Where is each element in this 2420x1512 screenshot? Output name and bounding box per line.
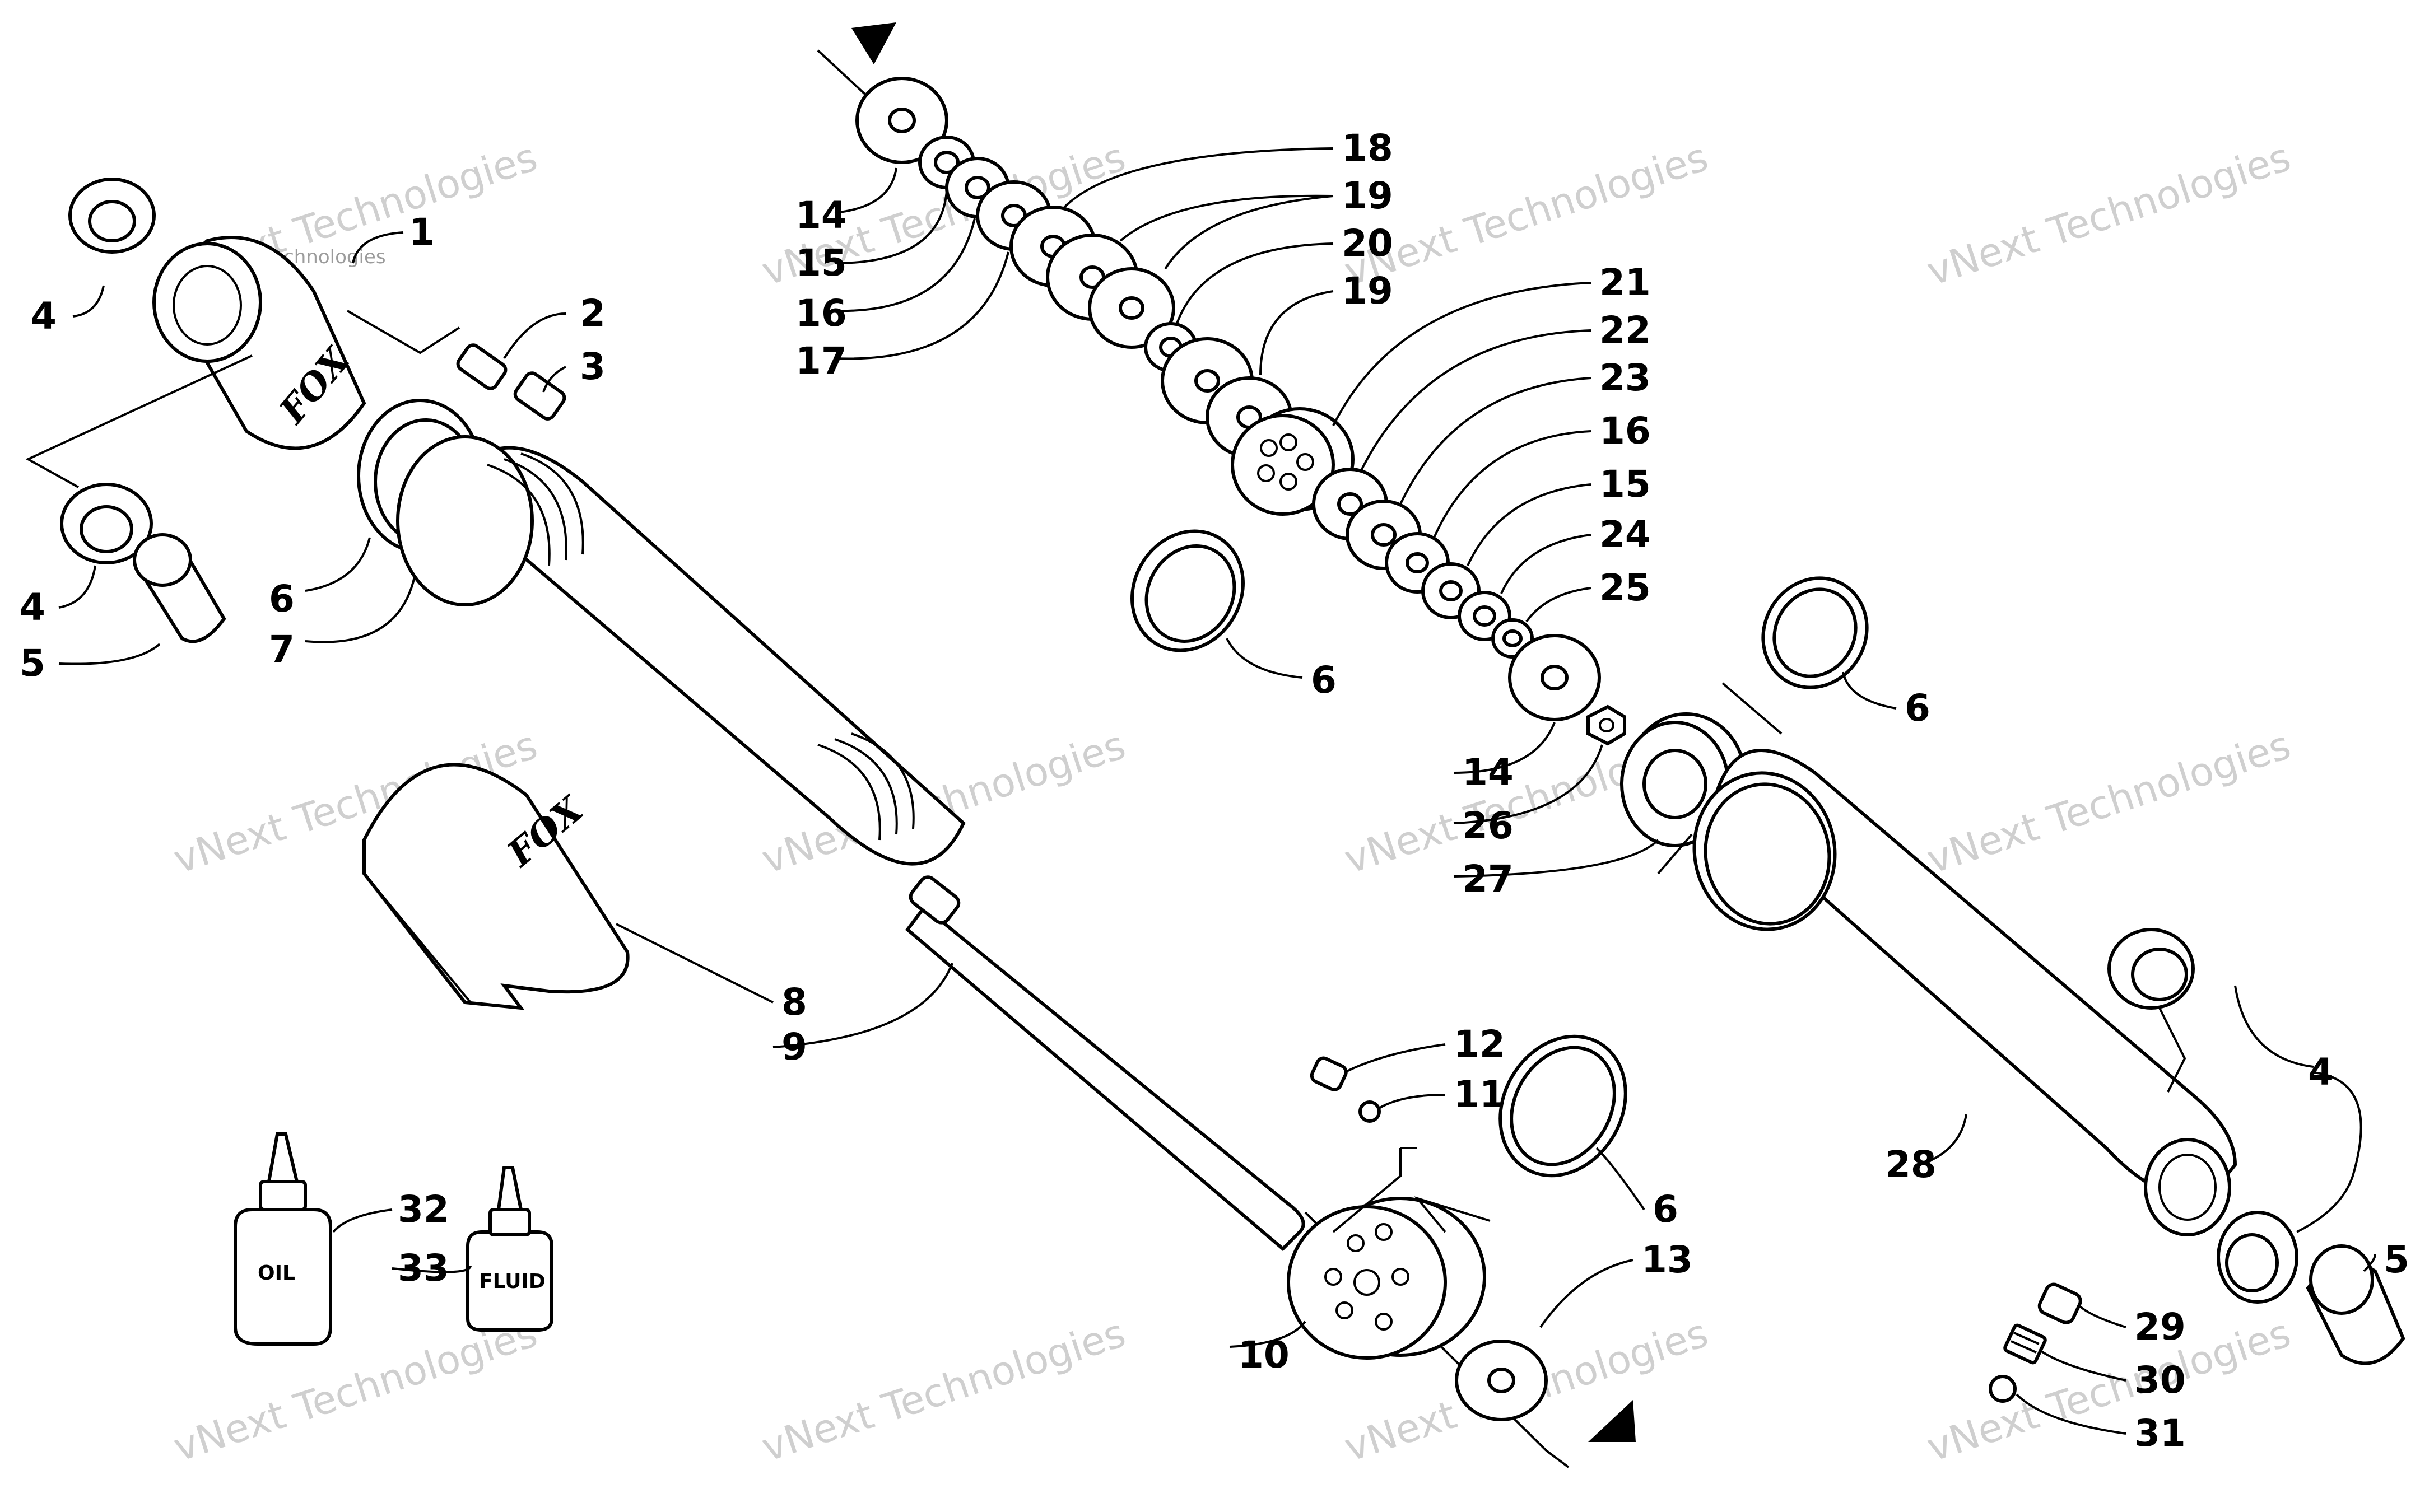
- washer-part-14-top: [855, 77, 948, 164]
- fluid-bottle-part-33: FLUID: [466, 1166, 553, 1332]
- callout-number: 17: [795, 339, 847, 382]
- callout-number: 23: [1599, 356, 1651, 399]
- shaft-part-9: [905, 875, 1305, 1252]
- watermark-big: vNext Technologies: [168, 1310, 543, 1471]
- callout-number: 6: [1905, 687, 1930, 730]
- ball-part-31: [1989, 1375, 2017, 1403]
- watermark-big: vNext Technologies: [1921, 1310, 2296, 1471]
- callout-number: 14: [795, 194, 847, 237]
- ball-part-11: [1358, 1100, 1381, 1123]
- callout-number: 13: [1641, 1238, 1693, 1281]
- watermark-big: vNext Technologies: [1921, 134, 2296, 295]
- direction-arrow-bottom: [1588, 1400, 1636, 1442]
- callout-number: 26: [1462, 804, 1514, 847]
- eyelet-cap-part-1: FOX: [152, 236, 366, 450]
- small-cap-part-12: [1310, 1056, 1348, 1091]
- callout-number: 11: [1454, 1073, 1505, 1116]
- callout-number: 7: [269, 628, 295, 671]
- fluid-label: FLUID: [479, 1270, 546, 1293]
- bushing-part-4-right-bottom: [2217, 1211, 2298, 1304]
- callout-number: 6: [269, 577, 295, 620]
- callout-number: 31: [2134, 1412, 2186, 1455]
- callout-number: 19: [1342, 174, 1393, 217]
- callout-number: 22: [1599, 309, 1651, 352]
- piston-part-10: [1287, 1197, 1486, 1360]
- nut-part-26: [1586, 704, 1626, 746]
- fitting-part-2: [456, 343, 508, 390]
- callout-number: 9: [781, 1025, 807, 1068]
- callout-number: 21: [1599, 261, 1651, 304]
- oil-label: OIL: [258, 1262, 295, 1285]
- callout-number: 16: [795, 292, 847, 335]
- cap-part-29: [2037, 1282, 2082, 1324]
- valve-stack: [855, 77, 1626, 746]
- shim-part-19-b: [1088, 267, 1175, 349]
- screw-part-30: [2003, 1323, 2047, 1365]
- callout-number: 24: [1599, 513, 1651, 556]
- callout-number: 30: [2134, 1359, 2186, 1402]
- o-ring-part-6-mid: [1130, 529, 1245, 652]
- callout-number: 3: [580, 345, 606, 388]
- fox-cover-part-8: FOX: [362, 763, 630, 1010]
- sleeve-part-5-left: [133, 533, 226, 643]
- fitting-part-3: [513, 371, 566, 421]
- callout-number: 4: [31, 295, 57, 338]
- shock-body-part-28: [1692, 749, 2237, 1236]
- shock-body-part-7: [396, 435, 966, 866]
- o-ring-part-6-right: [1761, 576, 1869, 689]
- watermark-big: vNext Technologies: [756, 1310, 1131, 1471]
- callout-number: 18: [1342, 127, 1393, 170]
- callout-number: 33: [398, 1247, 449, 1290]
- oil-bottle-part-32: OIL: [234, 1132, 332, 1346]
- washer-part-14-bottom: [1508, 634, 1601, 721]
- callout-number: 25: [1599, 566, 1651, 609]
- callout-number: 6: [1311, 659, 1337, 702]
- leader-lines: [58, 147, 2376, 1435]
- callout-number: 20: [1342, 222, 1393, 265]
- washer-part-13: [1455, 1340, 1548, 1421]
- callout-number: 29: [2134, 1305, 2186, 1348]
- callout-number: 27: [1462, 857, 1514, 900]
- callout-number: 5: [2384, 1238, 2409, 1281]
- bushing-part-4-mid: [60, 483, 153, 564]
- bushing-part-4-top: [68, 178, 156, 254]
- callout-number: 14: [1462, 751, 1514, 794]
- callout-number: 15: [795, 241, 847, 284]
- callout-number: 2: [580, 292, 606, 335]
- callout-number: 32: [398, 1188, 449, 1231]
- callout-number: 4: [2308, 1051, 2334, 1094]
- o-ring-part-6-bottom: [1498, 1034, 1627, 1178]
- callout-number: 10: [1238, 1333, 1290, 1376]
- callout-number: 12: [1454, 1023, 1505, 1066]
- bushing-part-4-right-top: [2107, 928, 2195, 1010]
- callout-number: 28: [1885, 1143, 1937, 1186]
- callout-number: 4: [20, 586, 45, 629]
- watermark-big: vNext Technologies: [1339, 134, 1714, 295]
- callout-number: 5: [20, 642, 45, 685]
- callout-number: 6: [1653, 1188, 1678, 1231]
- watermark-big: vNext Technologies: [1921, 722, 2296, 883]
- callout-number: 19: [1342, 269, 1393, 312]
- direction-arrow-top: [851, 22, 896, 64]
- sleeve-part-5-right: [2306, 1244, 2405, 1365]
- callout-number: 15: [1599, 463, 1651, 506]
- callout-number: 8: [781, 981, 807, 1024]
- callout-number: 16: [1599, 409, 1651, 452]
- callout-number: 1: [409, 211, 435, 254]
